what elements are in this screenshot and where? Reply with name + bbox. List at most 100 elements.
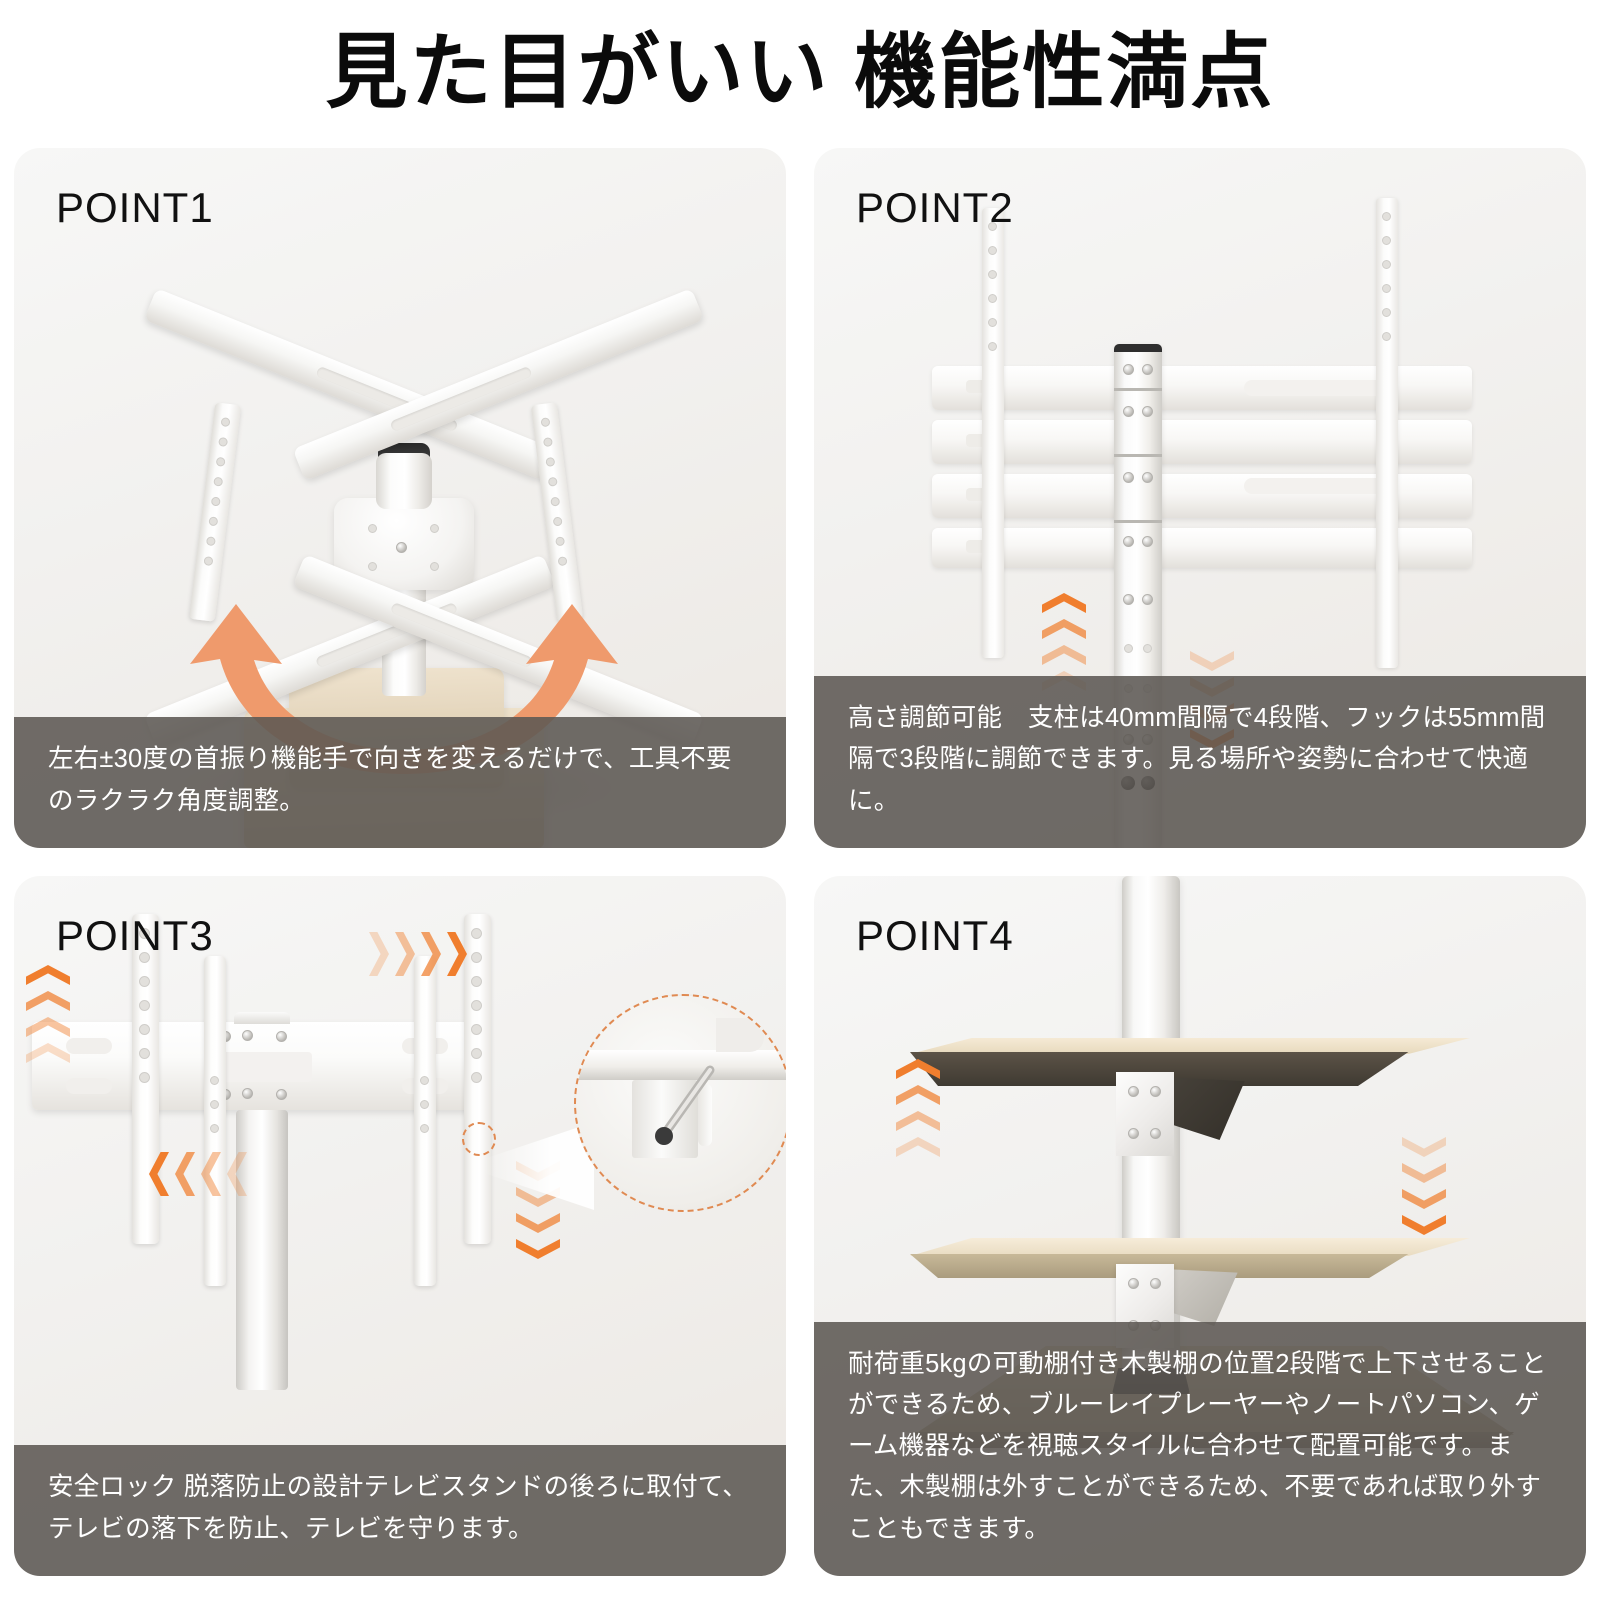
rail-hole	[547, 476, 558, 487]
point-caption-2: 高さ調節可能 支柱は40mm間隔で4段階、フックは55mm間隔で3段階に調節でき…	[814, 676, 1586, 848]
rail-hole	[545, 456, 556, 467]
column-band	[1114, 454, 1162, 457]
chevron-right-icon	[421, 932, 441, 976]
vesa-rail-right-inner	[414, 956, 436, 1286]
rail-hole	[420, 1100, 429, 1109]
column-bolt	[1123, 406, 1134, 417]
point-label-4: POINT4	[856, 912, 1014, 959]
rail-hole	[205, 536, 216, 547]
strip-hole	[988, 294, 997, 303]
chevron-up-icon	[896, 1085, 940, 1105]
column-hole	[1124, 644, 1133, 653]
rail-hole	[210, 1100, 219, 1109]
rail-hole	[220, 417, 231, 428]
strip-hole	[1382, 284, 1391, 293]
rail-slot	[1244, 478, 1394, 494]
rail-hole	[557, 556, 568, 567]
point-label-2: POINT2	[856, 184, 1014, 231]
lock-marker-circle	[462, 1122, 496, 1156]
upper-shelf-top	[910, 1038, 1470, 1054]
strip-hole	[988, 342, 997, 351]
upper-shelf-bracket-plate	[1116, 1072, 1174, 1156]
hub-hole	[430, 524, 439, 533]
column-band	[1114, 520, 1162, 523]
hub-hole	[430, 562, 439, 571]
chevron-down-icon	[1402, 1215, 1446, 1235]
point-caption-4: 耐荷重5kgの可動棚付き木製棚の位置2段階で上下させることができるため、ブルーレ…	[814, 1321, 1586, 1576]
point-3-illustration	[14, 876, 786, 1576]
point-card-2: POINT2	[814, 148, 1586, 848]
point-caption-3: 安全ロック 脱落防止の設計テレビスタンドの後ろに取付て、テレビの落下を防止、テレ…	[14, 1445, 786, 1576]
chevron-up-icon	[896, 1111, 940, 1131]
safety-pin-icon	[655, 1065, 715, 1145]
chevron-left-icon	[149, 1152, 169, 1196]
chevrons-up	[1042, 590, 1086, 694]
column-bolt	[1123, 536, 1134, 547]
bar-center-plate	[212, 1052, 312, 1082]
chevron-left-icon	[227, 1152, 247, 1196]
hook-strip-right	[1376, 198, 1398, 668]
bar-bolt	[242, 1030, 253, 1041]
rail-hole	[552, 516, 563, 527]
chevron-down-icon	[1402, 1189, 1446, 1209]
hub-bolt	[396, 542, 407, 553]
bracket-bolt	[1128, 1128, 1139, 1139]
rail-hole	[213, 476, 224, 487]
strip-hole	[988, 270, 997, 279]
chevrons-right	[366, 932, 470, 976]
rail-hole	[210, 1124, 219, 1133]
chevron-right-icon	[369, 932, 389, 976]
stand-post	[236, 1110, 288, 1390]
column-bolt	[1142, 406, 1153, 417]
strip-hole	[1382, 260, 1391, 269]
column-bolt	[1142, 364, 1153, 375]
rail-hole	[542, 437, 553, 448]
chevron-up-icon	[1042, 645, 1086, 665]
bar-bolt	[276, 1089, 287, 1100]
rail-hole	[139, 952, 150, 963]
bar-slot	[66, 1078, 112, 1094]
hook-strip-left	[982, 208, 1004, 658]
detail-clip	[698, 1084, 712, 1146]
point-card-4: POINT4	[814, 876, 1586, 1576]
bar-bolt	[242, 1088, 253, 1099]
vesa-rail-right-outer	[464, 914, 491, 1244]
point-label-1: POINT1	[56, 184, 214, 231]
rail-hole	[210, 496, 221, 507]
rail-hole	[210, 1076, 219, 1085]
column-bolt	[1123, 364, 1134, 375]
bracket-bolt	[1128, 1086, 1139, 1097]
detail-post	[632, 1080, 698, 1158]
hub-hole	[368, 562, 377, 571]
rail-hole	[203, 556, 214, 567]
lower-shelf-top	[910, 1238, 1470, 1256]
chevron-left-icon	[175, 1152, 195, 1196]
rail-hole	[139, 976, 150, 987]
rail-hole	[540, 417, 551, 428]
points-grid: POINT1	[14, 148, 1586, 1586]
chevron-left-icon	[201, 1152, 221, 1196]
chevron-up-icon	[26, 965, 70, 985]
rail-hole	[471, 1072, 482, 1083]
column-bolt	[1123, 472, 1134, 483]
chevron-up-icon	[1042, 593, 1086, 613]
point-caption-1: 左右±30度の首振り機能手で向きを変えるだけで、工具不要のラクラク角度調整。	[14, 717, 786, 848]
hub-hole	[368, 524, 377, 533]
column-bolt	[1123, 594, 1134, 605]
chevrons-down	[1402, 1134, 1446, 1238]
chevron-up-icon	[26, 991, 70, 1011]
chevron-down-icon	[516, 1213, 560, 1233]
strip-hole	[988, 246, 997, 255]
rail-hole	[471, 976, 482, 987]
rail-hole	[471, 928, 482, 939]
rail-hole	[471, 1000, 482, 1011]
lock-detail-magnifier	[574, 994, 786, 1212]
strip-hole	[1382, 236, 1391, 245]
rail-hole	[471, 1048, 482, 1059]
strip-hole	[1382, 212, 1391, 221]
chevron-right-icon	[395, 932, 415, 976]
bracket-bolt	[1128, 1278, 1139, 1289]
strip-hole	[1382, 332, 1391, 341]
point-2-illustration	[814, 148, 1586, 848]
vesa-rail-left-outer	[132, 914, 159, 1244]
